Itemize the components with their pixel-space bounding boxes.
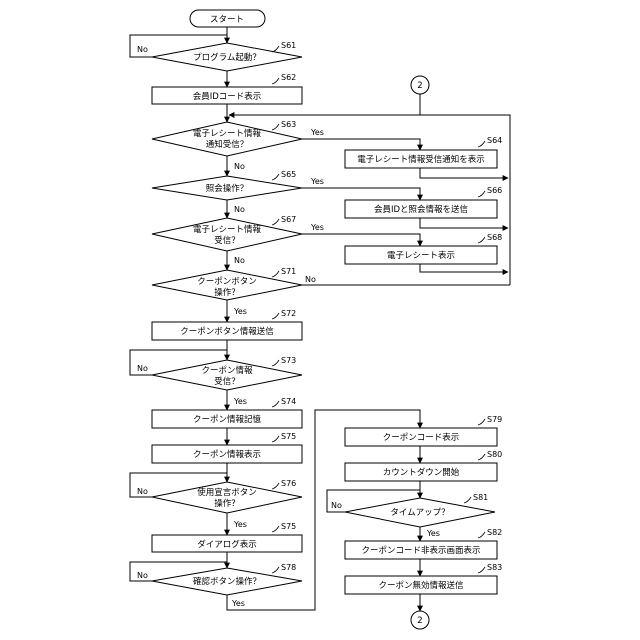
s63-yes-label: Yes bbox=[310, 128, 324, 137]
s62-step-id: S62 bbox=[281, 73, 296, 82]
s63-no-label: No bbox=[234, 162, 245, 171]
connector-2-bottom-label: 2 bbox=[417, 616, 422, 626]
s78-yes-label: Yes bbox=[231, 599, 245, 608]
s78-no-label: No bbox=[137, 571, 148, 580]
s74-step-hook bbox=[272, 401, 279, 407]
s64-step-id: S64 bbox=[487, 136, 502, 145]
s62-step-hook bbox=[272, 78, 279, 84]
s65-step-id: S65 bbox=[281, 170, 296, 179]
s76-label-line1: 使用宣言ボタン bbox=[197, 487, 257, 498]
s61-step-id: S61 bbox=[281, 41, 296, 50]
s63-decision bbox=[152, 122, 302, 156]
s82-step-id: S82 bbox=[487, 528, 502, 537]
s77-label: ダイアログ表示 bbox=[197, 539, 257, 550]
s81-label: タイムアップ？ bbox=[390, 508, 449, 518]
s79-label: クーポンコード表示 bbox=[383, 432, 460, 443]
s72-step-id: S72 bbox=[281, 309, 296, 318]
s67-yes-line bbox=[302, 234, 420, 246]
s64-out-line bbox=[420, 168, 508, 178]
s81-no-label: No bbox=[331, 501, 342, 510]
s79-step-id: S79 bbox=[487, 415, 502, 424]
s78-step-id: S78 bbox=[281, 563, 296, 572]
s66-step-id: S66 bbox=[487, 186, 502, 195]
s80-label: カウントダウン開始 bbox=[383, 467, 460, 478]
s67-label-line1: 電子レシート情報 bbox=[193, 224, 262, 235]
s65-step-hook bbox=[272, 174, 279, 180]
s72-step-hook bbox=[272, 313, 279, 319]
s82-label: クーポンコード非表示画面表示 bbox=[361, 545, 480, 556]
s65-label: 照会操作？ bbox=[206, 183, 249, 194]
s77-step-hook bbox=[272, 526, 279, 532]
s74-label: クーポン情報記憶 bbox=[193, 414, 262, 425]
s73-step-hook bbox=[272, 360, 279, 366]
s74-step-id: S74 bbox=[281, 397, 296, 406]
s62-label: 会員IDコード表示 bbox=[193, 91, 262, 102]
s73-label-line1: クーポン情報 bbox=[201, 365, 253, 376]
s67-step-id: S67 bbox=[281, 215, 296, 224]
s76-yes-label: Yes bbox=[233, 520, 247, 529]
s78-step-hook bbox=[272, 567, 279, 573]
s75-label: クーポン情報表示 bbox=[193, 449, 261, 460]
s67-yes-label: Yes bbox=[310, 223, 324, 232]
s66-out-line bbox=[420, 218, 508, 228]
s73-label-line2: 受信？ bbox=[214, 376, 240, 387]
s63-label-line1: 電子レシート情報 bbox=[193, 128, 262, 139]
s61-no-label: No bbox=[137, 45, 148, 54]
s83-step-hook bbox=[478, 567, 485, 573]
s64-step-hook bbox=[478, 141, 485, 147]
s73-no-label: No bbox=[137, 364, 148, 373]
connector-2-top-label: 2 bbox=[417, 81, 422, 91]
s65-yes-line bbox=[302, 188, 420, 200]
s66-step-hook bbox=[478, 191, 485, 197]
s76-no-label: No bbox=[137, 487, 148, 496]
s63-yes-line bbox=[302, 139, 420, 150]
s80-step-id: S80 bbox=[487, 450, 502, 459]
s67-no-label: No bbox=[234, 256, 245, 265]
s76-label-line2: 操作？ bbox=[214, 498, 240, 509]
s76-step-id: S76 bbox=[281, 479, 296, 488]
s81-step-hook bbox=[464, 497, 471, 503]
s63-label-line2: 通知受信？ bbox=[206, 139, 249, 150]
s68-out-line bbox=[420, 264, 508, 272]
s67-step-hook bbox=[272, 219, 279, 225]
s68-label: 電子レシート表示 bbox=[387, 250, 455, 261]
s61-label: プログラム起動？ bbox=[193, 52, 261, 63]
s65-no-label: No bbox=[234, 205, 245, 214]
s71-label-line1: クーポンボタン bbox=[197, 277, 257, 287]
s68-step-hook bbox=[478, 237, 485, 243]
s66-label: 会員IDと照会情報を送信 bbox=[374, 204, 469, 215]
start-label: スタート bbox=[210, 15, 244, 25]
s83-step-id: S83 bbox=[487, 563, 502, 572]
s71-no-label: No bbox=[305, 275, 316, 284]
s64-label: 電子レシート情報受信通知を表示 bbox=[357, 154, 485, 165]
s81-step-id: S81 bbox=[473, 493, 488, 502]
s71-step-hook bbox=[272, 271, 279, 277]
s80-step-hook bbox=[478, 454, 485, 460]
s71-step-id: S71 bbox=[281, 267, 296, 276]
s71-yes-label: Yes bbox=[233, 307, 247, 316]
s76-step-hook bbox=[272, 483, 279, 489]
s78-label: 確認ボタン操作？ bbox=[193, 576, 261, 587]
s75-step-id: S75 bbox=[281, 432, 296, 441]
s81-yes-label: Yes bbox=[426, 529, 440, 538]
s67-label-line2: 受信？ bbox=[214, 235, 240, 246]
s73-yes-label: Yes bbox=[233, 397, 247, 406]
s83-label: クーポン無効情報送信 bbox=[378, 580, 464, 591]
s72-label: クーポンボタン情報送信 bbox=[180, 326, 274, 337]
s65-yes-label: Yes bbox=[310, 177, 324, 186]
s63-step-id: S63 bbox=[281, 120, 296, 129]
s82-step-hook bbox=[478, 532, 485, 538]
s75-step-hook bbox=[272, 436, 279, 442]
s79-step-hook bbox=[478, 419, 485, 425]
s68-step-id: S68 bbox=[487, 233, 502, 242]
s71-label-line2: 操作？ bbox=[214, 287, 240, 298]
s73-step-id: S73 bbox=[281, 356, 296, 365]
s63-step-hook bbox=[272, 124, 279, 130]
s77-step-id: S75 bbox=[281, 522, 296, 531]
